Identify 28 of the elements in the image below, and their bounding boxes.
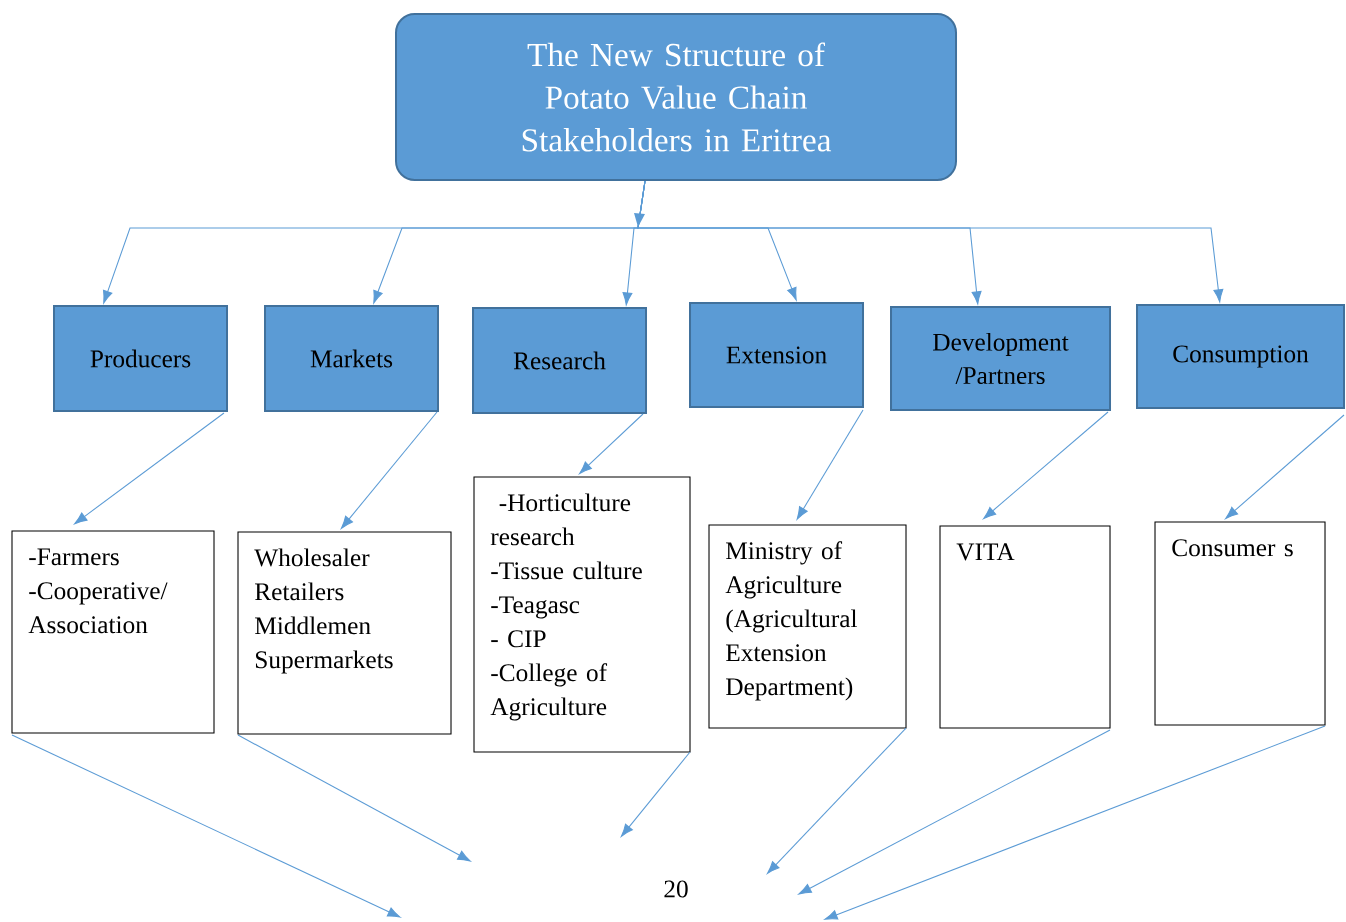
arrow [340, 411, 438, 529]
category-box: Extension [689, 302, 864, 408]
arrowhead [634, 213, 645, 227]
category-box: Development /Partners [890, 306, 1111, 411]
arrow [620, 751, 691, 837]
stakeholder-box: VITA [939, 525, 1111, 729]
arrow [1225, 414, 1345, 520]
page-number: 20 [664, 880, 688, 898]
arrow [824, 725, 1326, 920]
stakeholder-box: Consumer s [1154, 521, 1326, 726]
arrow [798, 729, 1111, 895]
arrow [74, 412, 225, 525]
arrow [983, 411, 1109, 520]
arrow [796, 409, 864, 520]
stakeholder-box: -Farmers -Cooperative/ Association [11, 530, 215, 734]
category-box: Markets [264, 305, 439, 412]
arrow [637, 180, 1224, 303]
arrow [767, 727, 907, 874]
stakeholder-box: -Horticulture research -Tissue culture -Teagasc - CIP -College of Agriculture [473, 476, 691, 753]
arrow [237, 734, 471, 862]
stakeholder-box: Wholesaler Retailers Middlemen Supermarkets [237, 531, 452, 735]
arrow [579, 413, 644, 474]
arrow [11, 734, 401, 918]
category-box: Producers [53, 305, 228, 412]
stakeholder-box: Ministry of Agriculture (Agricultural Extension Department) [708, 524, 907, 729]
category-box: Research [472, 307, 647, 414]
category-box: Consumption [1136, 304, 1345, 409]
title-box: The New Structure of Potato Value Chain Stakeholders in Eritrea [395, 13, 957, 181]
